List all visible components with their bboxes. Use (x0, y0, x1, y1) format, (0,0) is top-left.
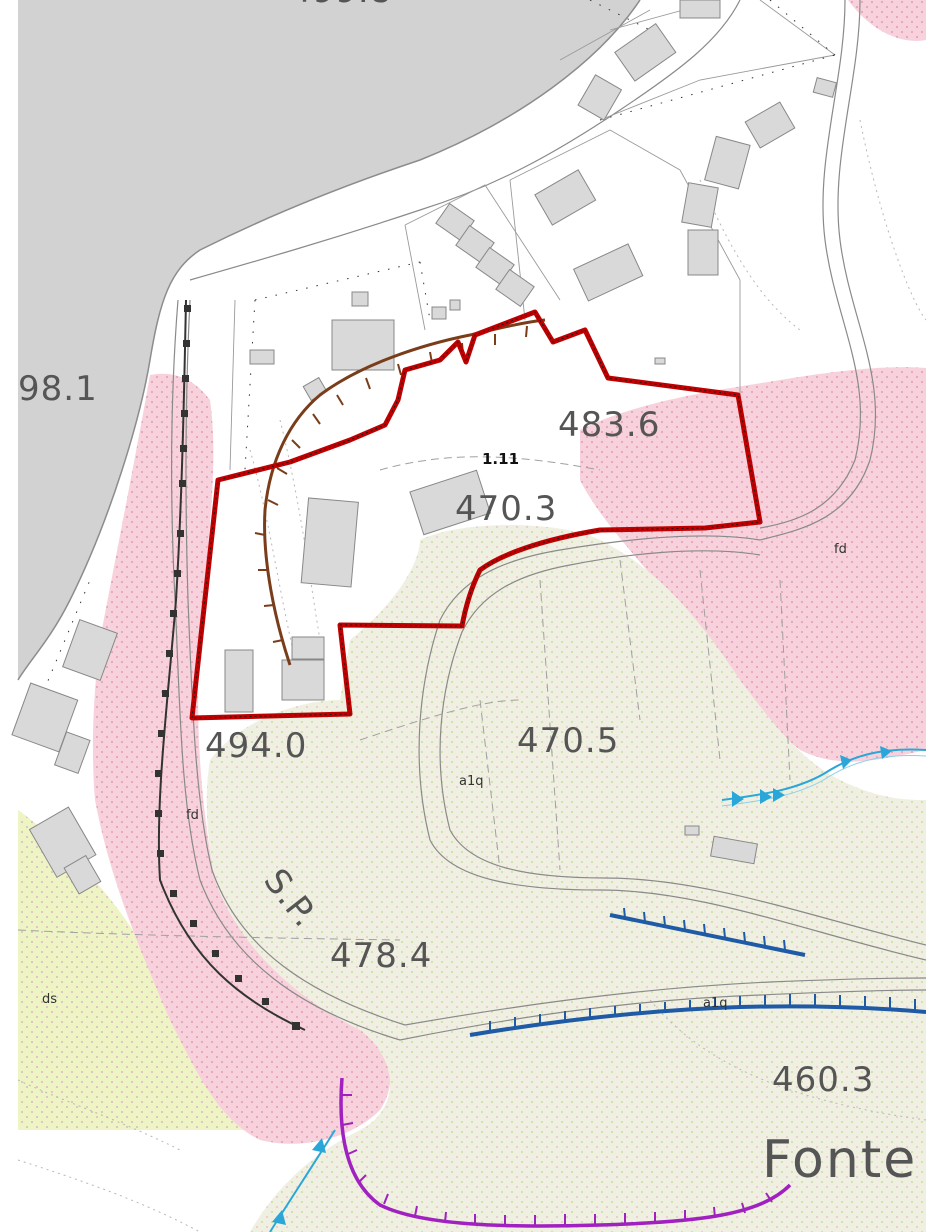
lake-area (18, 0, 640, 680)
zone-label-a1q-center: a1q (459, 774, 484, 789)
elevation-label-98: 98.1 (18, 369, 98, 409)
cyan-stream-east (721, 746, 926, 807)
zone-label-fd-west: fd (186, 808, 199, 823)
contour-lines (17, 456, 791, 941)
parcel-outline-inner (191, 311, 761, 719)
fd-zone-east (580, 367, 926, 762)
fence-lines (39, 0, 836, 701)
elevation-label-470-3: 470.3 (455, 489, 557, 529)
elevation-label-460: 460.3 (772, 1060, 874, 1100)
zone-label-a1q-south: a1q (703, 996, 728, 1011)
elevation-label-478: 478.4 (330, 936, 432, 976)
cadastral-lines (229, 0, 836, 471)
place-name-label: Fonte (762, 1130, 917, 1190)
roads (170, 0, 926, 1041)
pink-zone-top-right (848, 0, 926, 41)
buildings (11, 0, 838, 895)
elevation-label-top-cut: 499.8 (290, 0, 392, 11)
railway-line (155, 299, 306, 1031)
zone-label-fd-east: fd (834, 542, 847, 557)
parcel-number-label: 1.11 (482, 450, 519, 468)
elevation-label-494: 494.0 (205, 726, 307, 766)
blue-scarp-lower (469, 994, 926, 1037)
zone-label-ds: ds (42, 992, 57, 1007)
lake-shoreline (17, 0, 641, 681)
a1q-zone (206, 525, 926, 1232)
blue-scarp-upper (609, 907, 806, 957)
elevation-label-470-5: 470.5 (517, 721, 619, 761)
elevation-label-483: 483.6 (558, 405, 660, 445)
purple-scarp (339, 1077, 792, 1228)
cyan-stream-southwest (269, 1129, 336, 1232)
fd-zone-west (92, 373, 391, 1144)
